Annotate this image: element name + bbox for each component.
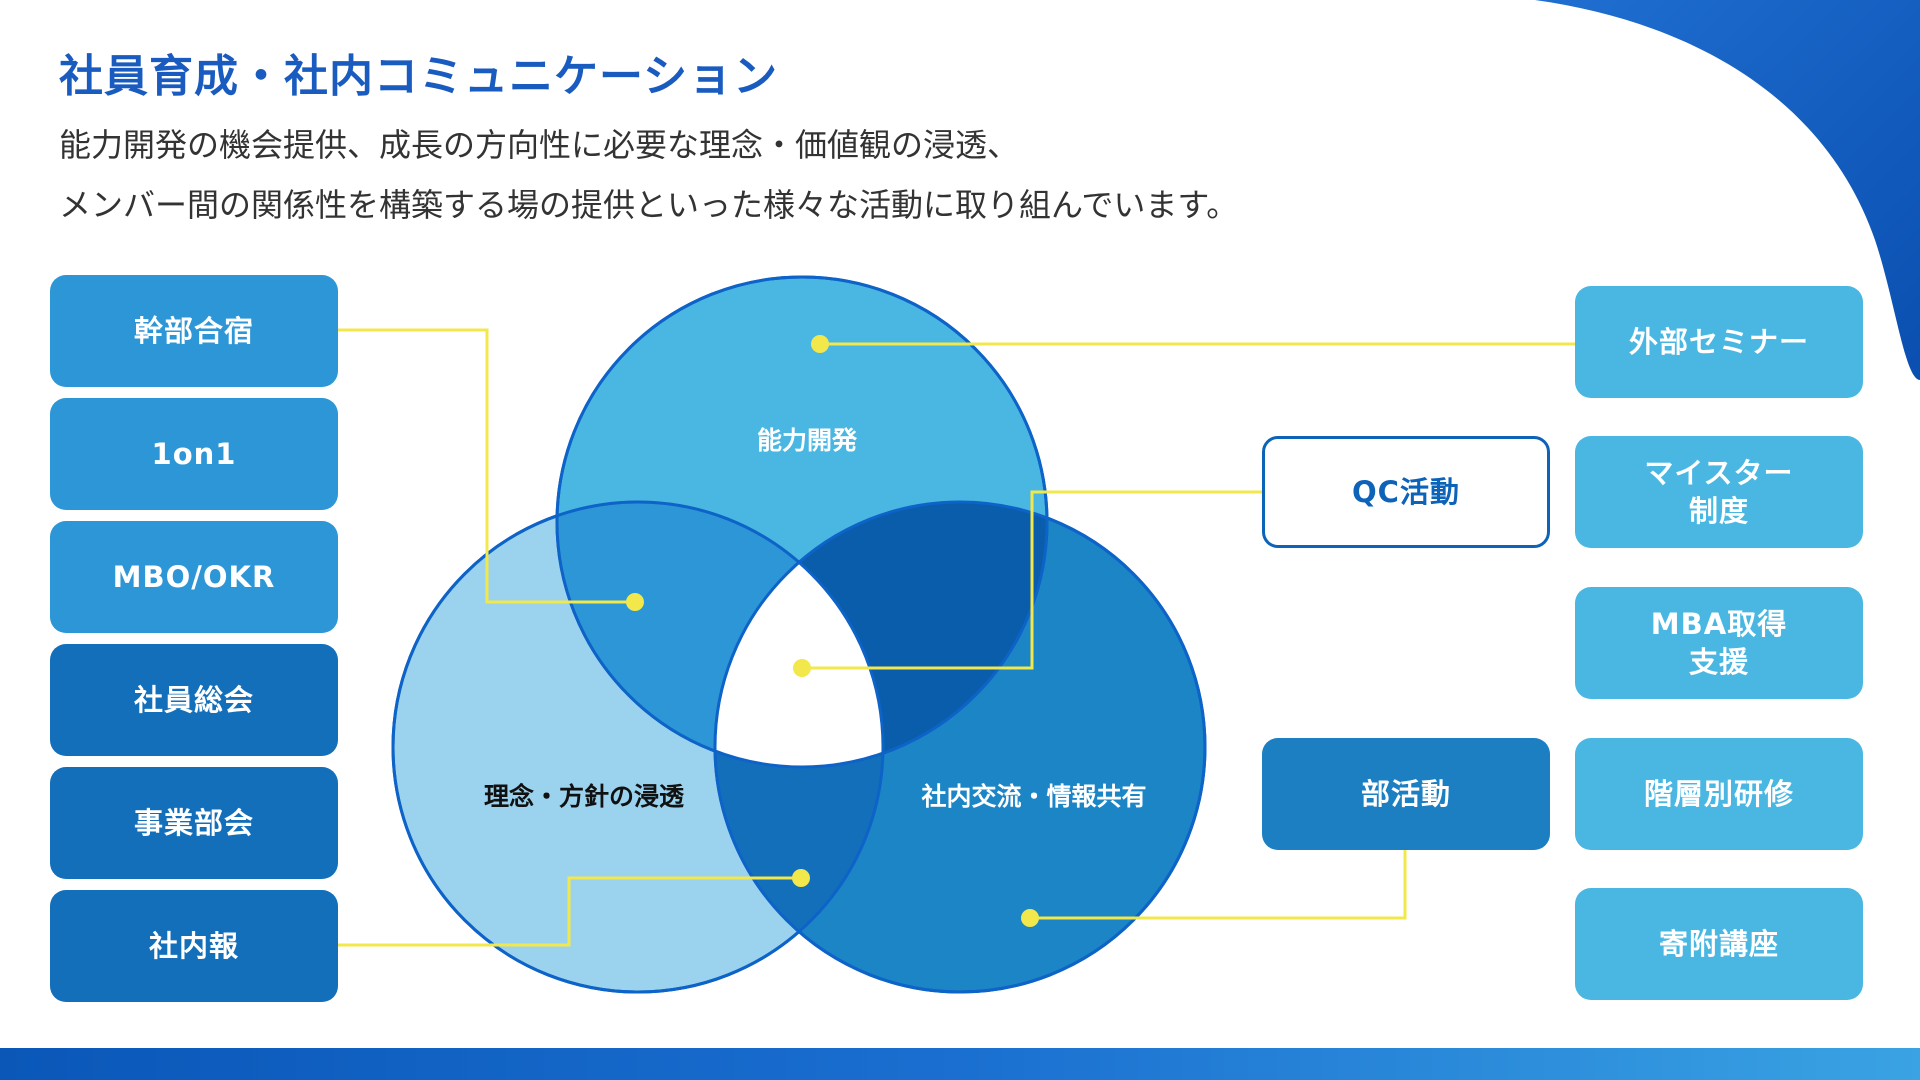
tag-general-meeting: 社員総会: [50, 644, 338, 756]
page-title: 社員育成・社内コミュニケーション: [59, 51, 779, 102]
venn-center: [715, 502, 883, 767]
connector-dot: [811, 335, 829, 353]
tag-leadership-camp: 幹部合宿: [50, 275, 338, 387]
subtitle-line-2: メンバー間の関係性を構築する場の提供といった様々な活動に取り組んでいます。: [59, 186, 1239, 224]
tag-qc-activity: QC活動: [1262, 436, 1550, 548]
connector-dot: [626, 593, 644, 611]
tag-external-seminar: 外部セミナー: [1575, 286, 1863, 398]
connector-dot: [792, 869, 810, 887]
tag-division-meeting: 事業部会: [50, 767, 338, 879]
connector-dot: [793, 659, 811, 677]
connector-club-activity: [1030, 848, 1407, 920]
connector-dot: [1021, 909, 1039, 927]
connector-leadership-camp: [338, 328, 635, 604]
connector-qc-activity: [802, 490, 1262, 670]
venn-label-philosophy: 理念・方針の浸透: [483, 782, 685, 811]
venn-label-ability: 能力開発: [756, 426, 858, 455]
venn-label-exchange: 社内交流・情報共有: [921, 782, 1147, 811]
tag-newsletter: 社内報: [50, 890, 338, 1002]
tag-mba-support: MBA取得 支援: [1575, 587, 1863, 699]
tag-club-activity: 部活動: [1262, 738, 1550, 850]
subtitle-line-1: 能力開発の機会提供、成長の方向性に必要な理念・価値観の浸透、: [59, 126, 1020, 164]
tag-meister-system: マイスター 制度: [1575, 436, 1863, 548]
tag-mbo-okr: MBO/OKR: [50, 521, 338, 633]
tag-endowed-course: 寄附講座: [1575, 888, 1863, 1000]
tag-1on1: 1on1: [50, 398, 338, 510]
bottom-band: [0, 1048, 1920, 1080]
connector-newsletter: [338, 876, 801, 947]
tag-level-training: 階層別研修: [1575, 738, 1863, 850]
